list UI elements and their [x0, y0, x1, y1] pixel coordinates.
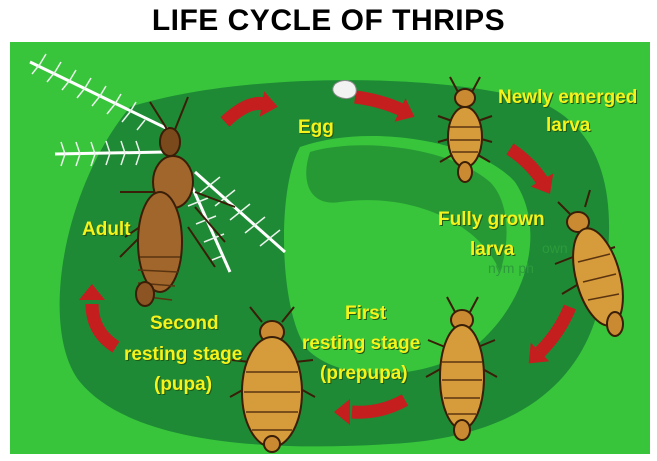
egg-icon: [333, 81, 357, 99]
label-second-resting-line3: (pupa): [154, 373, 212, 397]
ghost-text-nymph: nym ph: [488, 260, 534, 276]
ghost-text-own: own: [542, 240, 568, 256]
label-newly-emerged-line1: Newly emerged: [498, 86, 637, 110]
label-egg: Egg: [298, 116, 334, 140]
label-adult: Adult: [82, 218, 131, 242]
label-second-resting-line1: Second: [150, 312, 219, 336]
label-first-resting-line1: First: [345, 302, 386, 326]
life-cycle-panel: Egg Newly emerged larva Fully grown larv…: [10, 42, 650, 454]
diagram-title: LIFE CYCLE OF THRIPS: [0, 4, 657, 38]
label-fully-grown-line1: Fully grown: [438, 208, 545, 232]
label-first-resting-line2: resting stage: [302, 332, 420, 356]
label-newly-emerged-line2: larva: [546, 114, 590, 138]
label-second-resting-line2: resting stage: [124, 343, 242, 367]
label-first-resting-line3: (prepupa): [320, 362, 408, 386]
label-fully-grown-line2: larva: [470, 238, 514, 262]
